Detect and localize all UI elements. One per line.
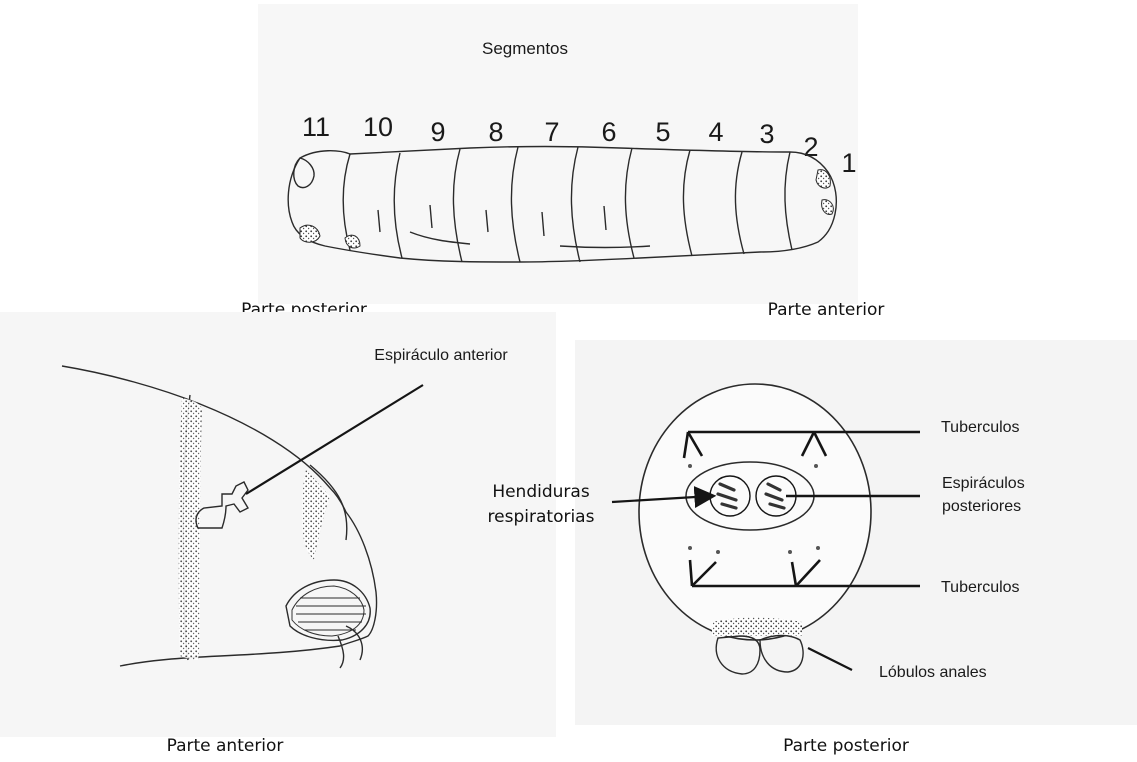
segment-number-9: 9 (430, 117, 445, 147)
posterior-spiracles-label-line1: Espiráculos (942, 475, 1025, 492)
posterior-panel-caption: Parte posterior (783, 736, 909, 756)
anterior-end-diagram: Espiráculo anterior Parte anterior (0, 312, 556, 756)
segment-number-8: 8 (488, 117, 503, 147)
tubercles-top-label: Tuberculos (941, 419, 1020, 436)
posterior-spiracles-label-line2: posteriores (942, 498, 1021, 515)
anterior-background-panel (0, 312, 556, 737)
segment-number-10: 10 (363, 112, 393, 142)
larva-anterior-caption: Parte anterior (768, 300, 885, 320)
segment-number-11: 11 (302, 112, 330, 142)
posterior-end-diagram: Tuberculos Espiráculos posteriores Hendi… (488, 340, 1137, 756)
segment-number-3: 3 (759, 119, 774, 149)
posterior-outline (639, 384, 871, 640)
segment-number-6: 6 (601, 117, 616, 147)
segments-title: Segmentos (482, 39, 568, 58)
anterior-spiracle-label: Espiráculo anterior (374, 347, 508, 364)
anal-lobes-label: Lóbulos anales (879, 664, 987, 681)
segment-number-1: 1 (841, 148, 856, 178)
segment-number-4: 4 (708, 117, 723, 147)
segment-number-7: 7 (544, 117, 559, 147)
anterior-panel-caption: Parte anterior (167, 736, 284, 756)
respiratory-slits-label-line2: respiratorias (488, 507, 595, 527)
respiratory-slits-label-line1: Hendiduras (492, 482, 590, 502)
larva-diagram: Segmentos 11 10 9 8 7 6 5 4 3 2 1 (241, 4, 884, 320)
segment-number-5: 5 (655, 117, 670, 147)
tubercles-bottom-label: Tuberculos (941, 579, 1020, 596)
